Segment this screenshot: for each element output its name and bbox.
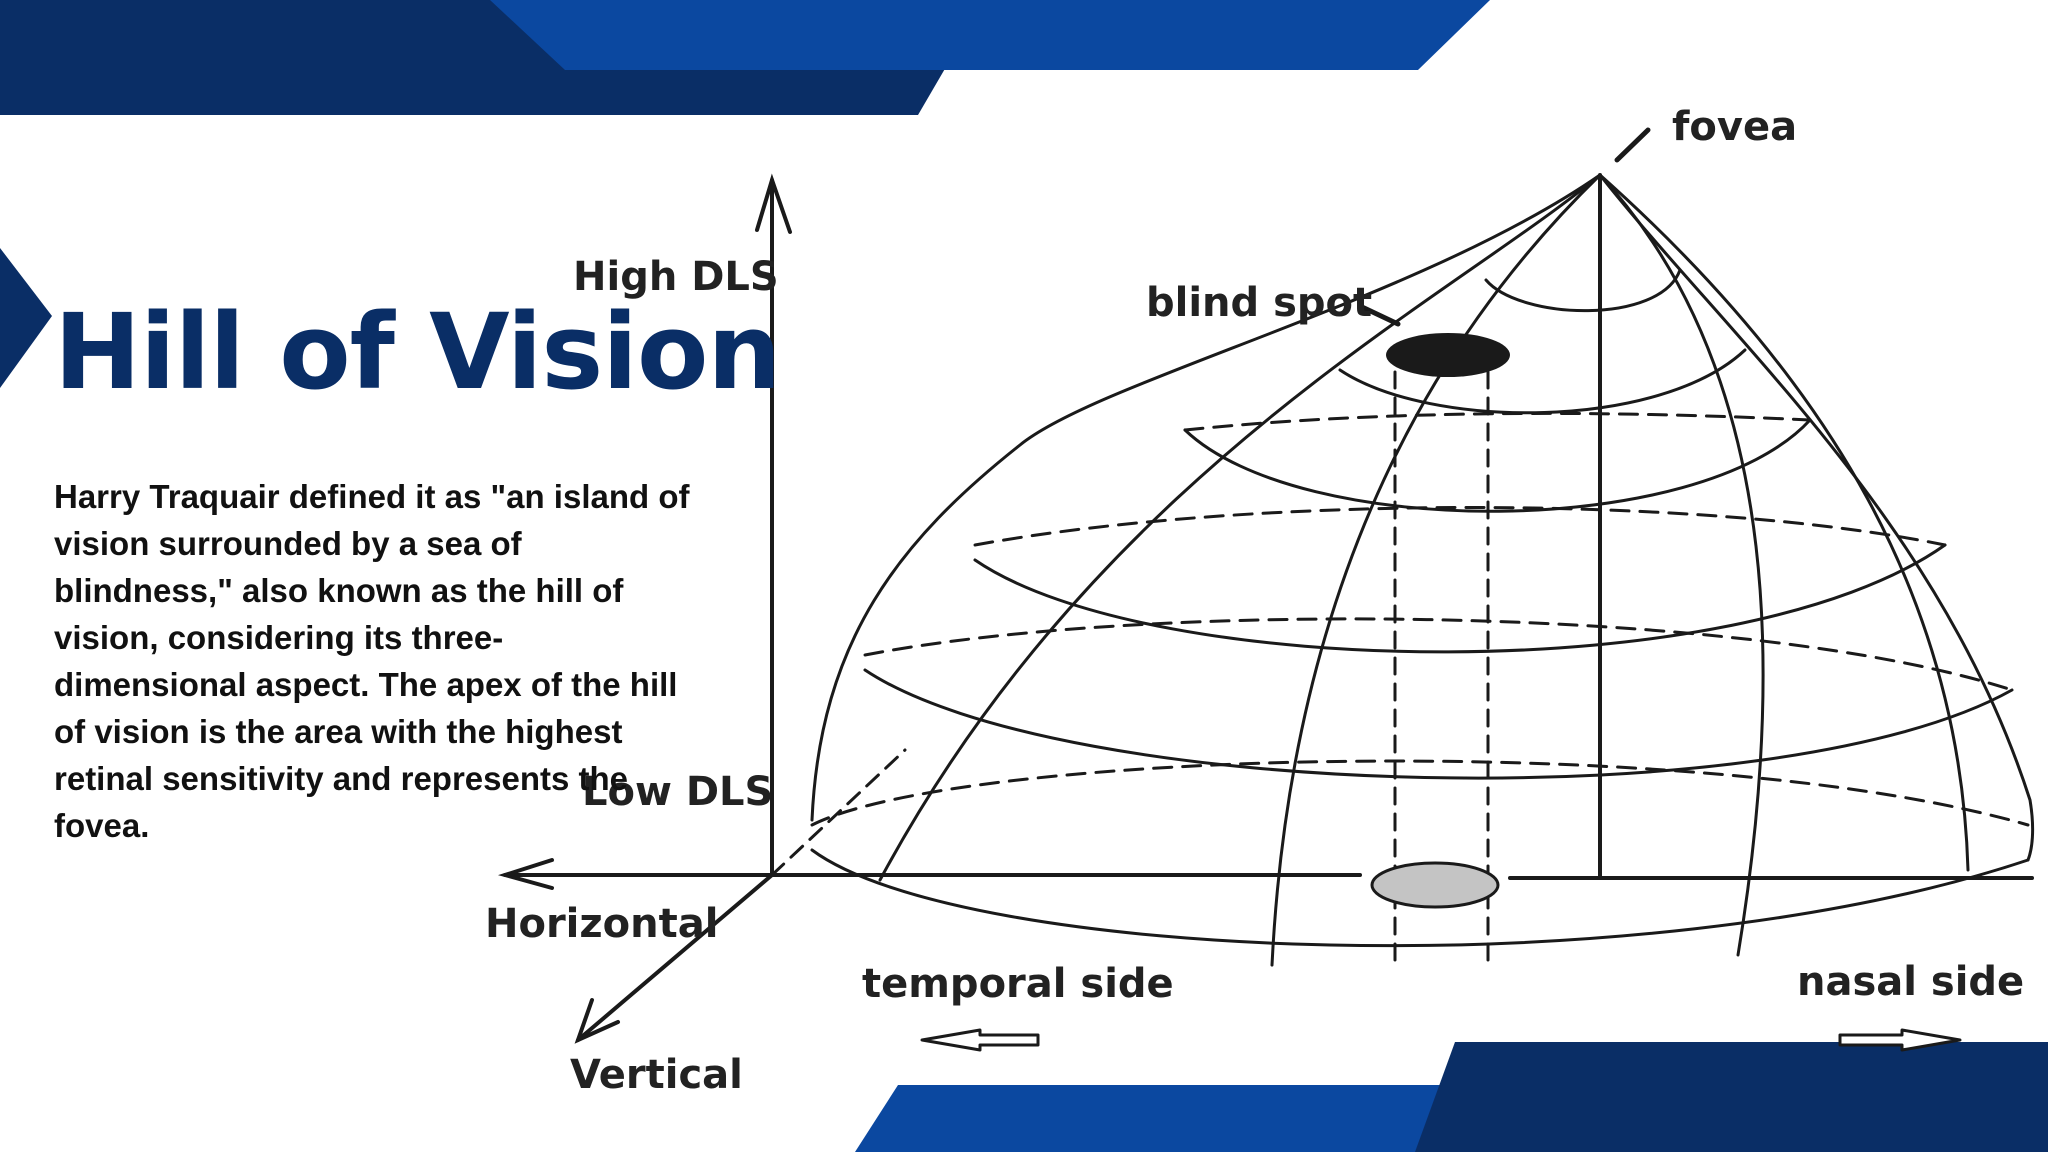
meridian-3 bbox=[1598, 173, 1765, 957]
left-edge-chevron bbox=[0, 248, 52, 388]
contour-ring-5 bbox=[863, 668, 2014, 780]
meridian-2 bbox=[1270, 173, 1602, 967]
hill-base-back bbox=[810, 759, 2030, 827]
high-dls-label: High DLS bbox=[573, 254, 779, 300]
hill-outline-right bbox=[1598, 173, 2035, 862]
depth-axis-dashed-extension bbox=[770, 748, 907, 877]
meridian-1 bbox=[878, 173, 1602, 882]
temporal-direction-arrow-icon bbox=[920, 1028, 1040, 1052]
blind-spot-base-shadow bbox=[1370, 861, 1500, 909]
description-text: Harry Traquair defined it as "an island … bbox=[54, 478, 690, 844]
hill-outline-left bbox=[810, 173, 1602, 822]
horizontal-axis-label: Horizontal bbox=[485, 901, 718, 947]
fovea-pointer bbox=[1614, 127, 1651, 163]
vertical-axis-label: Vertical bbox=[570, 1052, 743, 1098]
page-title: Hill of Vision bbox=[54, 291, 781, 413]
horizontal-axis-arrowhead bbox=[497, 858, 554, 890]
nasal-direction-arrow-icon bbox=[1838, 1028, 1962, 1052]
hill-base-front bbox=[810, 848, 2030, 948]
contour-ring-4 bbox=[973, 543, 1947, 654]
contour-ring-back-3 bbox=[863, 617, 2014, 692]
contour-ring-3 bbox=[1183, 418, 1812, 513]
blind-spot-pointer bbox=[1359, 304, 1401, 327]
low-dls-label: Low DLS bbox=[582, 769, 773, 815]
temporal-side-label: temporal side bbox=[862, 961, 1174, 1007]
contour-ring-back-1 bbox=[1183, 411, 1812, 432]
depth-axis-arrowhead bbox=[574, 998, 620, 1044]
depth-axis bbox=[576, 873, 774, 1042]
fovea-label: fovea bbox=[1672, 104, 1797, 150]
vertical-axis-arrowhead bbox=[755, 173, 792, 234]
nasal-side-label: nasal side bbox=[1797, 959, 2024, 1005]
blind-spot-label: blind spot bbox=[1146, 280, 1372, 326]
contour-ring-1 bbox=[1484, 268, 1682, 313]
meridian-4 bbox=[1598, 173, 1970, 872]
bottom-right-dark-band bbox=[1415, 1042, 2048, 1152]
top-blue-band bbox=[490, 0, 1490, 70]
blind-spot-marker bbox=[1386, 333, 1510, 377]
contour-ring-back-2 bbox=[973, 506, 1947, 547]
